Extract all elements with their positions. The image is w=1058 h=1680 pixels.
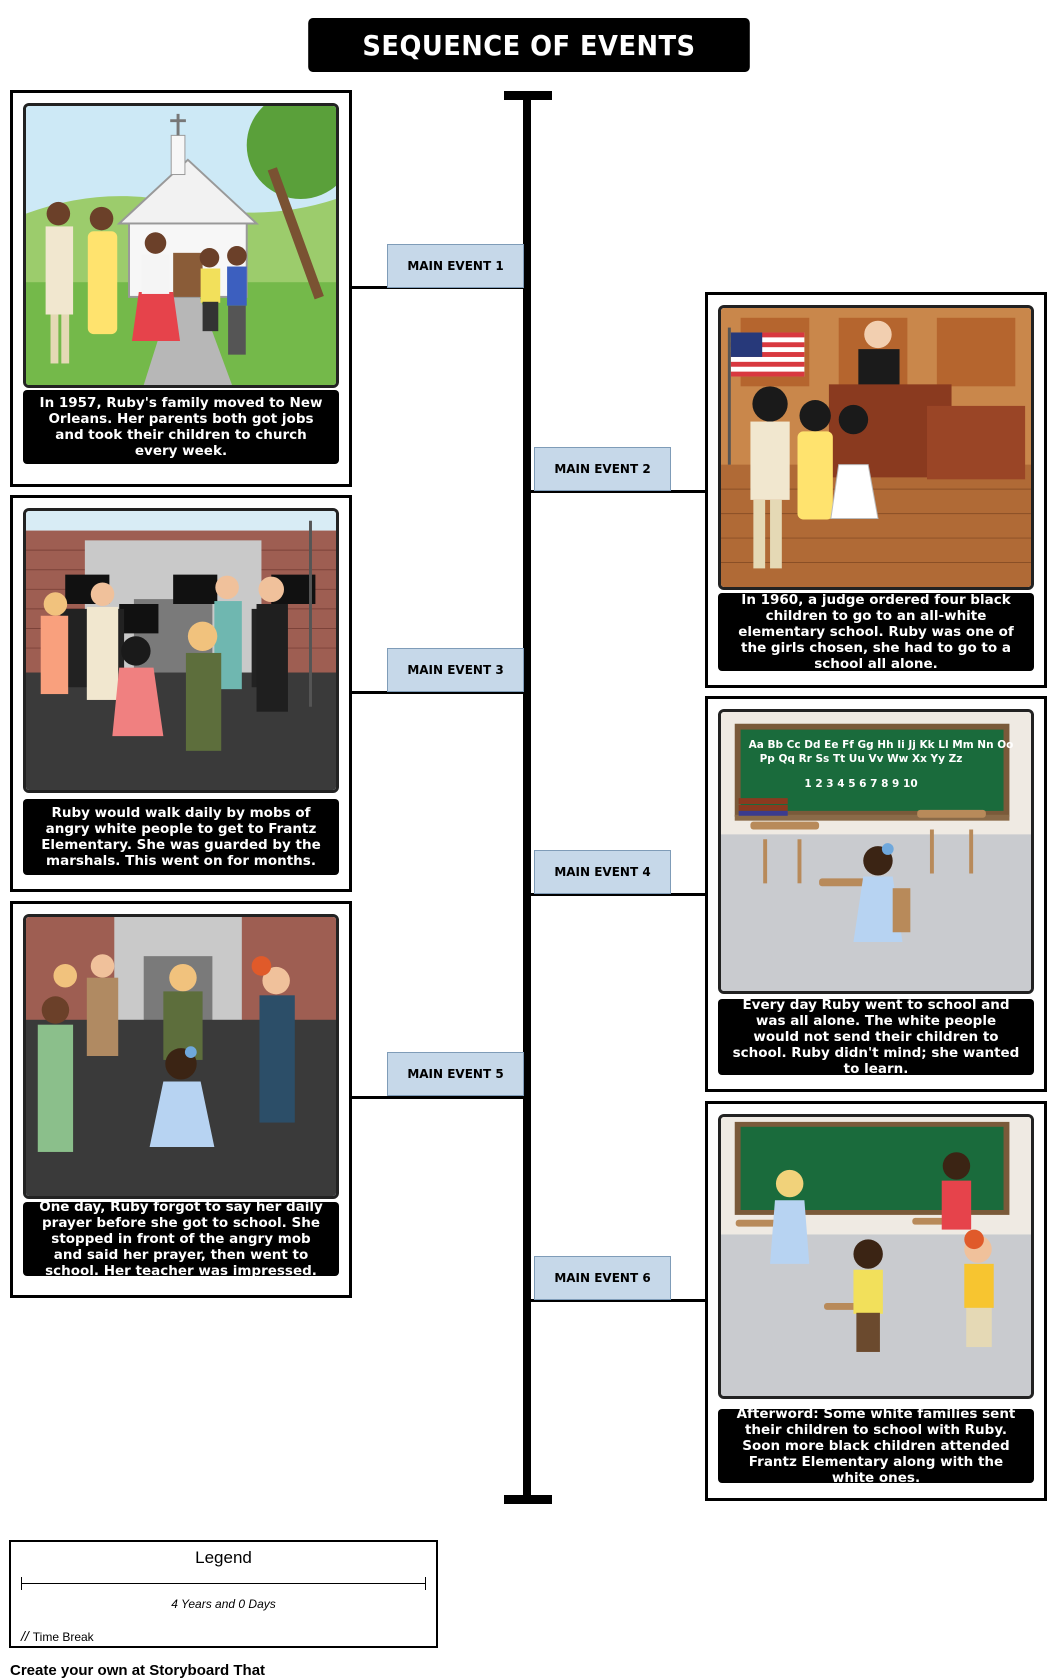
scene-integrated-classroom <box>718 1114 1034 1399</box>
event-caption-3: Ruby would walk daily by mobs of angry w… <box>23 799 339 875</box>
event-label-5: MAIN EVENT 5 <box>387 1052 524 1096</box>
event-caption-5: One day, Ruby forgot to say her daily pr… <box>23 1199 339 1279</box>
legend-scale-line <box>21 1583 426 1584</box>
event-card-1: In 1957, Ruby's family moved to New Orle… <box>10 90 352 487</box>
event-label-2: MAIN EVENT 2 <box>534 447 671 491</box>
legend-box: Legend 4 Years and 0 Days //Time Break <box>9 1540 438 1648</box>
scene-courtroom <box>718 305 1034 590</box>
event-caption-4: Every day Ruby went to school and was al… <box>718 997 1034 1077</box>
event-card-4: Every day Ruby went to school and was al… <box>705 696 1047 1092</box>
chalkboard-line-2: Pp Qq Rr Ss Tt Uu Vv Ww Xx Yy Zz <box>759 753 963 765</box>
legend-duration: 4 Years and 0 Days <box>171 1597 276 1611</box>
legend-scale-tick-right <box>425 1577 426 1590</box>
event-card-2: In 1960, a judge ordered four black chil… <box>705 292 1047 688</box>
timeline-axis <box>523 95 531 1500</box>
event-label-3: MAIN EVENT 3 <box>387 648 524 692</box>
page-title: SEQUENCE OF EVENTS <box>308 18 750 72</box>
event-card-5: One day, Ruby forgot to say her daily pr… <box>10 901 352 1298</box>
legend-title: Legend <box>195 1548 252 1567</box>
event-caption-2: In 1960, a judge ordered four black chil… <box>718 592 1034 672</box>
chalkboard-line-3: 1 2 3 4 5 6 7 8 9 10 <box>804 778 918 790</box>
timeline-bottom-cap <box>504 1495 552 1504</box>
legend-time-break: //Time Break <box>21 1628 94 1644</box>
footer-credit[interactable]: Create your own at Storyboard That <box>10 1662 266 1679</box>
event-label-1: MAIN EVENT 1 <box>387 244 524 288</box>
connector-event-5 <box>352 1096 527 1099</box>
chalkboard-line-1: Aa Bb Cc Dd Ee Ff Gg Hh Ii Jj Kk Ll Mm N… <box>748 739 1014 751</box>
connector-event-2 <box>527 490 707 493</box>
event-card-6: Afterword: Some white families sent thei… <box>705 1101 1047 1501</box>
scene-prayer-mob <box>23 914 339 1199</box>
event-label-4: MAIN EVENT 4 <box>534 850 671 894</box>
event-caption-1: In 1957, Ruby's family moved to New Orle… <box>23 390 339 464</box>
scene-church-family <box>23 103 339 388</box>
scene-mob-marshals <box>23 508 339 793</box>
event-caption-6: Afterword: Some white families sent thei… <box>718 1406 1034 1486</box>
legend-scale-tick-left <box>21 1577 22 1590</box>
scene-classroom-alone <box>718 709 1034 994</box>
connector-event-6 <box>527 1299 707 1302</box>
connector-event-3 <box>352 691 527 694</box>
connector-event-4 <box>527 893 707 896</box>
event-card-3: Ruby would walk daily by mobs of angry w… <box>10 495 352 892</box>
event-label-6: MAIN EVENT 6 <box>534 1256 671 1300</box>
time-break-label: Time Break <box>32 1630 94 1644</box>
time-break-icon: // <box>21 1628 29 1644</box>
